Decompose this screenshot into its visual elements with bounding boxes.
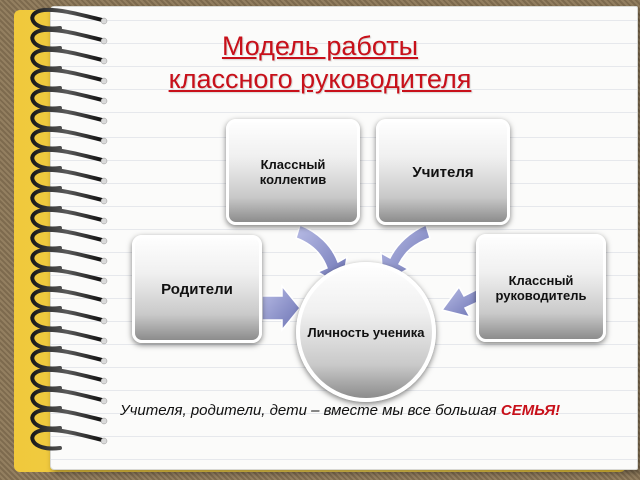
binding-hole — [100, 257, 108, 265]
binding-ring — [30, 247, 104, 271]
binding-hole — [100, 157, 108, 165]
binding-ring — [30, 287, 104, 311]
node-parents: Родители — [132, 235, 262, 343]
binding-hole — [100, 417, 108, 425]
binding-hole — [100, 117, 108, 125]
node-parents-label: Родители — [161, 280, 233, 298]
binding-hole — [100, 357, 108, 365]
title-line-2: классного руководителя — [168, 64, 472, 94]
binding-ring — [30, 87, 104, 111]
binding-ring — [30, 427, 104, 451]
binding-ring — [30, 67, 104, 91]
binding-hole — [100, 337, 108, 345]
binding-hole — [100, 237, 108, 245]
binding-hole — [100, 97, 108, 105]
binding-hole — [100, 137, 108, 145]
binding-ring — [30, 267, 104, 291]
node-teachers: Учителя — [376, 119, 510, 225]
binding-ring — [30, 47, 104, 71]
spiral-binding — [30, 7, 108, 451]
binding-ring — [30, 167, 104, 191]
binding-hole — [100, 17, 108, 25]
node-class-teacher: Классный руководитель — [476, 234, 606, 342]
arrow-class-teacher-to-student — [440, 285, 481, 319]
binding-ring — [30, 407, 104, 431]
footer-text: Учителя, родители, дети – вместе мы все … — [120, 402, 501, 419]
binding-hole — [100, 437, 108, 445]
binding-ring — [30, 187, 104, 211]
node-teachers-label: Учителя — [412, 163, 474, 181]
binding-hole — [100, 397, 108, 405]
binding-hole — [100, 377, 108, 385]
binding-hole — [100, 177, 108, 185]
binding-hole — [100, 297, 108, 305]
binding-hole — [100, 217, 108, 225]
binding-ring — [30, 307, 104, 331]
binding-ring — [30, 227, 104, 251]
binding-ring — [30, 107, 104, 131]
binding-ring — [30, 367, 104, 391]
binding-ring — [30, 347, 104, 371]
binding-ring — [30, 387, 104, 411]
binding-ring — [30, 27, 104, 51]
binding-hole — [100, 197, 108, 205]
binding-hole — [100, 277, 108, 285]
binding-hole — [100, 37, 108, 45]
binding-hole — [100, 57, 108, 65]
node-class-collective: Классный коллектив — [226, 119, 360, 225]
binding-hole — [100, 317, 108, 325]
binding-ring — [30, 207, 104, 231]
page-title: Модель работы классного руководителя — [120, 30, 520, 96]
binding-ring — [30, 147, 104, 171]
node-student-personality: Личность ученика — [296, 262, 436, 402]
node-class-collective-label: Классный коллектив — [259, 157, 327, 187]
binding-hole — [100, 77, 108, 85]
binding-ring — [30, 127, 104, 151]
node-class-teacher-label: Классный руководитель — [495, 273, 587, 303]
title-line-1: Модель работы — [221, 31, 419, 61]
arrow-parents-to-student — [261, 283, 301, 333]
binding-ring — [30, 7, 104, 31]
node-student-personality-label: Личность ученика — [307, 324, 425, 340]
binding-ring — [30, 327, 104, 351]
footer-caption: Учителя, родители, дети – вместе мы все … — [120, 402, 640, 419]
footer-highlight: СЕМЬЯ! — [500, 402, 561, 419]
